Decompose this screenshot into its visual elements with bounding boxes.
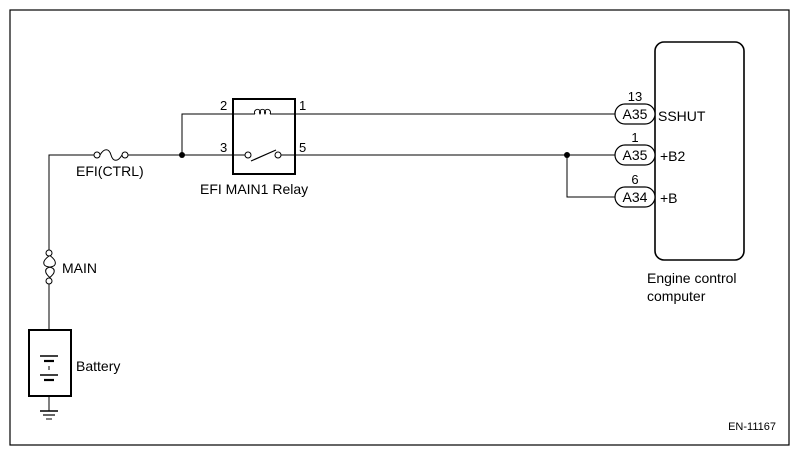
battery (28, 329, 72, 397)
connector-a35-b2: A35 1 +B2 (614, 130, 686, 166)
ecu-label-line1: Engine control (647, 270, 737, 286)
battery-label: Battery (76, 358, 120, 374)
relay-pin-2: 2 (220, 98, 227, 113)
svg-text:+B2: +B2 (660, 148, 686, 164)
wire-junction-b (566, 155, 615, 198)
ecu-label-line2: computer (647, 288, 706, 304)
relay-box (232, 98, 296, 175)
efi-ctrl-fuse-label: EFI(CTRL) (76, 163, 144, 179)
svg-text:A34: A34 (623, 189, 648, 205)
efi-ctrl-fuse-icon (93, 149, 129, 161)
relay-pin-3: 3 (220, 140, 227, 155)
svg-text:SSHUT: SSHUT (658, 108, 706, 124)
svg-text:6: 6 (631, 172, 638, 187)
connector-a34-b: A34 6 +B (614, 172, 678, 208)
svg-text:+B: +B (660, 190, 678, 206)
svg-text:1: 1 (631, 130, 638, 145)
relay-name: EFI MAIN1 Relay (200, 181, 308, 197)
relay-pin-1: 1 (299, 98, 306, 113)
connector-a35-sshut: A35 13 SSHUT (614, 89, 706, 125)
relay-switch-icon (233, 149, 295, 162)
main-fuse-icon (43, 249, 56, 285)
ground-icon (40, 396, 58, 420)
diagram-frame (9, 9, 790, 446)
main-fuse-label: MAIN (62, 260, 97, 276)
wire-main-efictrl (48, 154, 94, 250)
relay-coil-icon (233, 108, 295, 115)
svg-text:A35: A35 (623, 106, 648, 122)
svg-text:13: 13 (628, 89, 642, 104)
svg-text:A35: A35 (623, 147, 648, 163)
figure-id: EN-11167 (728, 421, 776, 433)
ecu-box (654, 41, 745, 261)
relay-pin-5: 5 (299, 140, 306, 155)
wire-junction-pin2 (181, 113, 233, 155)
